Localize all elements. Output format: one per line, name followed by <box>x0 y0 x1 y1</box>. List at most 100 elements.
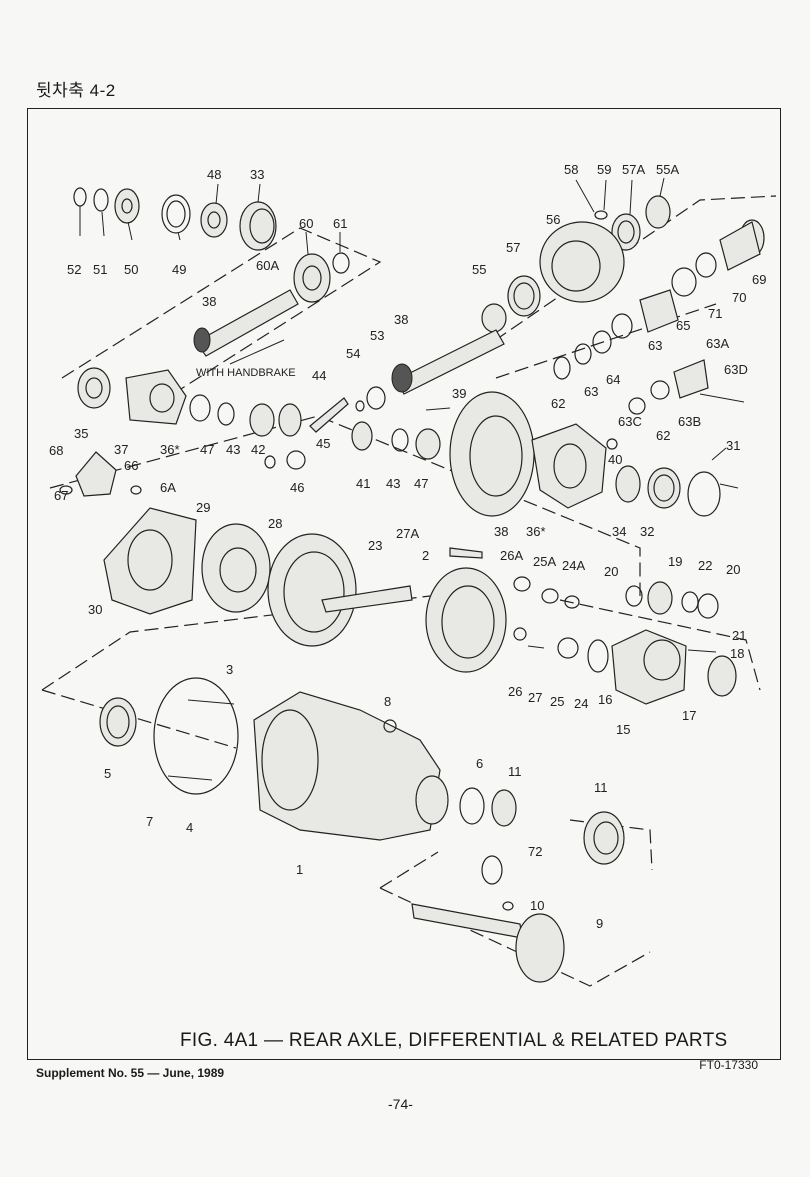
callout-label: 68 <box>49 443 63 458</box>
callout-label: 62 <box>551 396 565 411</box>
callout-label: 21 <box>732 628 746 643</box>
callout-label: 6 <box>476 756 483 771</box>
callout-label: 61 <box>333 216 347 231</box>
page-number: -74- <box>388 1096 413 1112</box>
figure-frame <box>27 108 781 1060</box>
callout-label: 62 <box>656 428 670 443</box>
callout-label: 6A <box>160 480 176 495</box>
callout-label: 30 <box>88 602 102 617</box>
callout-label: 26A <box>500 548 523 563</box>
callout-label: 18 <box>730 646 744 661</box>
callout-label: 66 <box>124 458 138 473</box>
callout-label: 11 <box>594 780 608 795</box>
callout-label: 25A <box>533 554 556 569</box>
callout-label: 29 <box>196 500 210 515</box>
callout-label: 28 <box>268 516 282 531</box>
callout-label: 15 <box>616 722 630 737</box>
callout-label: 50 <box>124 262 138 277</box>
callout-label: 16 <box>598 692 612 707</box>
figure-code: FT0-17330 <box>699 1058 758 1072</box>
callout-label: 63A <box>706 336 729 351</box>
section-header: 뒷차축 4-2 <box>36 81 116 100</box>
callout-label: 58 <box>564 162 578 177</box>
callout-label: 57A <box>622 162 645 177</box>
callout-label: 46 <box>290 480 304 495</box>
callout-label: 19 <box>668 554 682 569</box>
axle-housing-parts <box>99 677 625 983</box>
callout-label: 63D <box>724 362 748 377</box>
part-callouts: 48 33 52 51 50 49 60 61 60A 38 58 59 57A… <box>49 162 766 931</box>
callout-label: 70 <box>732 290 746 305</box>
callout-label: 35 <box>74 426 88 441</box>
callout-label: 22 <box>698 558 712 573</box>
callout-label: 36* <box>526 524 546 539</box>
callout-label: 37 <box>114 442 128 457</box>
pinion-shaft-parts <box>355 329 505 412</box>
callout-label: 60A <box>256 258 279 273</box>
callout-label: 63 <box>584 384 598 399</box>
leader-lines <box>79 177 739 489</box>
callout-label: 1 <box>296 862 303 877</box>
callout-label: 60 <box>299 216 313 231</box>
callout-label: 51 <box>93 262 107 277</box>
callout-label: 20 <box>726 562 740 577</box>
callout-label: 7 <box>146 814 153 829</box>
callout-label: 38 <box>394 312 408 327</box>
callout-label: 54 <box>346 346 360 361</box>
callout-label: 43 <box>386 476 400 491</box>
callout-label: 4 <box>186 820 193 835</box>
callout-label: 38 <box>202 294 216 309</box>
callout-label: 47 <box>200 442 214 457</box>
callout-label: 32 <box>640 524 654 539</box>
callout-label: 59 <box>597 162 611 177</box>
callout-label: 39 <box>452 386 466 401</box>
callout-label: 67 <box>54 488 68 503</box>
callout-label: 31 <box>726 438 740 453</box>
callout-label: 27A <box>396 526 419 541</box>
callout-label: 10 <box>530 898 544 913</box>
callout-label: 24 <box>574 696 588 711</box>
callout-label: 55A <box>656 162 679 177</box>
callout-label: 72 <box>528 844 542 859</box>
callout-label: 56 <box>546 212 560 227</box>
callout-label: 26 <box>508 684 522 699</box>
callout-label: 3 <box>226 662 233 677</box>
ring-gear-carrier <box>449 391 721 517</box>
callout-label: 71 <box>708 306 722 321</box>
callout-label: 9 <box>596 916 603 931</box>
callout-label: 63B <box>678 414 701 429</box>
callout-label: 41 <box>356 476 370 491</box>
top-left-parts <box>73 187 350 365</box>
callout-label: 43 <box>226 442 240 457</box>
callout-label: 25 <box>550 694 564 709</box>
callout-label: 38 <box>494 524 508 539</box>
callout-label: 48 <box>207 167 221 182</box>
callout-label: 57 <box>506 240 520 255</box>
supplement-note: Supplement No. 55 — June, 1989 <box>36 1066 225 1080</box>
callout-label: 33 <box>250 167 264 182</box>
callout-label: 5 <box>104 766 111 781</box>
callout-label: 49 <box>172 262 186 277</box>
top-right-parts <box>481 195 765 415</box>
callout-label: 47 <box>414 476 428 491</box>
figure-caption: FIG. 4A1 — REAR AXLE, DIFFERENTIAL & REL… <box>180 1030 728 1051</box>
callout-label: 27 <box>528 690 542 705</box>
callout-label: 11 <box>508 764 522 779</box>
callout-label: 44 <box>312 368 326 383</box>
left-differential-parts <box>59 367 441 497</box>
callout-label: 45 <box>316 436 330 451</box>
callout-label: 53 <box>370 328 384 343</box>
callout-label: 8 <box>384 694 391 709</box>
callout-label: 55 <box>472 262 486 277</box>
callout-label: 63 <box>648 338 662 353</box>
callout-label: 52 <box>67 262 81 277</box>
callout-label: 40 <box>608 452 622 467</box>
callout-label: 2 <box>422 548 429 563</box>
callout-label: 63C <box>618 414 642 429</box>
handbrake-note: WITH HANDBRAKE <box>196 367 296 379</box>
callout-label: 36* <box>160 442 180 457</box>
callout-label: 65 <box>676 318 690 333</box>
brake-housing-parts <box>103 507 737 705</box>
callout-label: 24A <box>562 558 585 573</box>
